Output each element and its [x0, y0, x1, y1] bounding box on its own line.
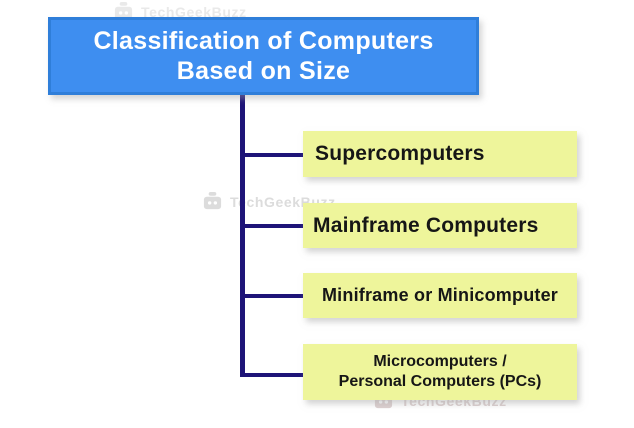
connector-branch-miniframe [242, 294, 303, 298]
node-supercomputers: Supercomputers [303, 131, 577, 177]
node-label: Miniframe or Minicomputer [321, 285, 559, 305]
diagram-title-line-1: Classification of Computers [93, 27, 434, 55]
connector-branch-supercomputers [242, 153, 303, 157]
connector-trunk [240, 95, 245, 377]
node-mainframe-computers: Mainframe Computers [303, 203, 577, 248]
node-microcomputers-personal-computers: Microcomputers / Personal Computers (PCs… [303, 344, 577, 400]
node-label: Mainframe Computers [313, 213, 539, 237]
node-miniframe-or-minicomputer: Miniframe or Minicomputer [303, 273, 577, 318]
diagram-title-line-2: Based on Size [176, 57, 351, 85]
node-label-line-1: Microcomputers / [373, 353, 507, 370]
node-label-line-2: Personal Computers (PCs) [338, 373, 542, 390]
diagram-title-banner: Classification of Computers Based on Siz… [48, 17, 479, 95]
node-label: Supercomputers [315, 142, 485, 165]
connector-branch-mainframe [242, 224, 303, 228]
techgeekbuzz-logo-icon [203, 191, 222, 210]
connector-branch-microcomputers [242, 373, 303, 377]
